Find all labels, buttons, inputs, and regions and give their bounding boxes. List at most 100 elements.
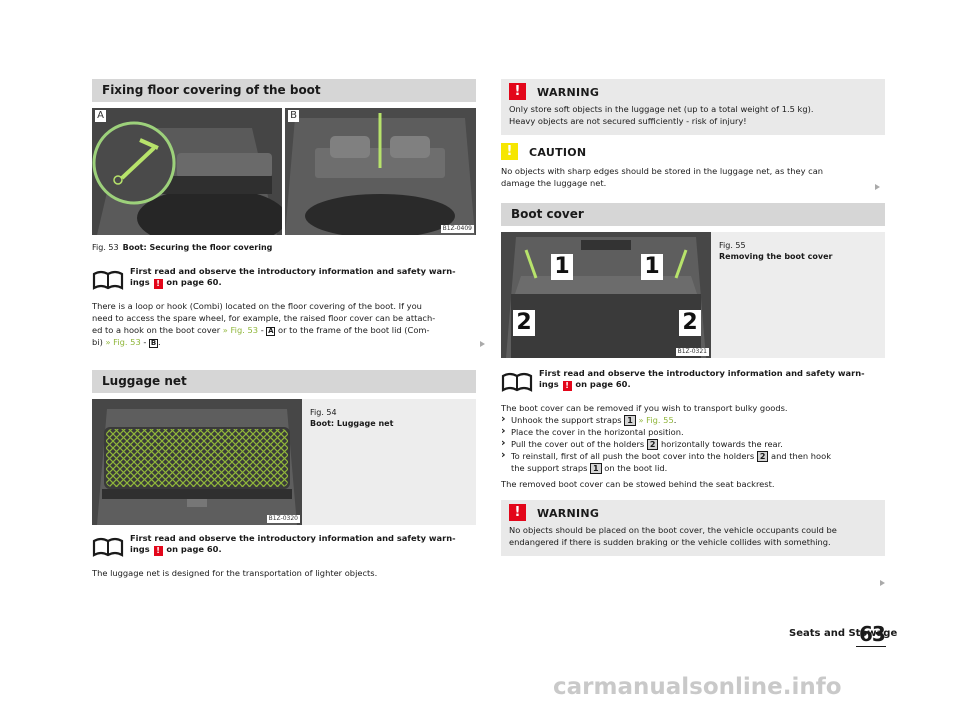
right-column: ! WARNING Only store soft objects in the… [501, 79, 885, 556]
para1-e: bi) [92, 337, 103, 347]
warn1-line-a: Only store soft objects in the luggage n… [509, 104, 814, 114]
warning-mark-icon: ! [562, 381, 572, 391]
step4-num-2: 1 [590, 463, 602, 474]
step3-text-a: Pull the cover out of the holders [511, 439, 645, 449]
hint1-text: First read and observe the introductory … [130, 266, 476, 289]
section-title-floor-covering: Fixing floor covering of the boot [92, 79, 476, 102]
fig55-num-1b: 1 [641, 254, 663, 280]
warning-label-1: WARNING [537, 86, 600, 99]
para1-b: need to access the spare wheel, for exam… [92, 313, 436, 323]
fig54-text: Boot: Luggage net [310, 419, 394, 428]
caution-label: CAUTION [529, 146, 587, 159]
para1-dash-2: - [143, 337, 147, 347]
hint1-line-b: ings [130, 277, 150, 287]
box-label-a: A [266, 327, 276, 336]
paragraph-luggage-net: The luggage net is designed for the tran… [92, 568, 378, 578]
warn2-line-b: endangered if there is sudden braking or… [509, 537, 831, 547]
hint1-line-c: on page 60. [166, 277, 222, 287]
figure-54-caption: Fig. 54 Boot: Luggage net [302, 399, 393, 525]
hint3-line-c: on page 60. [575, 379, 631, 389]
caution-exclamation-icon: ! [501, 143, 518, 160]
warning-box-2: ! WARNING No objects should be placed on… [501, 500, 885, 556]
fig53-link-2[interactable]: » Fig. 53 [105, 337, 141, 347]
caution-line-a: No objects with sharp edges should be st… [501, 166, 824, 176]
safety-hint-3: First read and observe the introductory … [501, 368, 885, 396]
figure-54: B1Z-0320 Fig. 54 Boot: Luggage net [92, 399, 476, 525]
step-4: To reinstall, first of all push the boot… [501, 449, 885, 474]
left-column: Fixing floor covering of the boot A [92, 79, 476, 579]
fig55-code: B1Z-0321 [675, 348, 709, 356]
para1-dash: - [260, 325, 264, 335]
fig53-link-1[interactable]: » Fig. 53 [222, 325, 259, 335]
warning-text-2: No objects should be placed on the boot … [509, 524, 877, 548]
step-1: Unhook the support straps 1 » Fig. 55. [501, 413, 885, 426]
warning-label-2: WARNING [537, 507, 600, 520]
fig55-num-2a: 2 [513, 310, 535, 336]
fig55-num-1a: 1 [551, 254, 573, 280]
open-book-icon [501, 372, 533, 392]
watermark: carmanualsonline.info [553, 674, 842, 700]
step4-text-a: To reinstall, first of all push the boot… [511, 451, 755, 461]
fig53-text: Boot: Securing the floor covering [122, 243, 273, 252]
fig54-num: Fig. 54 [310, 408, 337, 417]
fig55-link[interactable]: » Fig. 55 [638, 415, 674, 425]
warning-text-1: Only store soft objects in the luggage n… [509, 103, 877, 127]
warn1-line-b: Heavy objects are not secured sufficient… [509, 116, 747, 126]
paragraph-floor-covering: There is a loop or hook (Combi) located … [92, 301, 436, 348]
hint3-text: First read and observe the introductory … [539, 368, 885, 391]
para1-d: or to the frame of the boot lid (Com- [278, 325, 430, 335]
end-mark-arrow [875, 184, 880, 190]
warning-header-2: ! WARNING [509, 504, 877, 522]
step3-num: 2 [646, 439, 659, 450]
footer-rule [856, 646, 886, 647]
boot-cover-illustration [501, 232, 711, 358]
page-number: 63 [859, 622, 886, 646]
warning-exclamation-icon: ! [509, 504, 526, 521]
step4-num: 2 [756, 451, 769, 462]
section-title-luggage-net: Luggage net [92, 370, 476, 393]
open-book-icon [92, 270, 124, 290]
caution-block: ! CAUTION No objects with sharp edges sh… [501, 135, 885, 189]
hint1-line-a: First read and observe the introductory … [130, 266, 456, 276]
step4-text-b: and then hook [771, 451, 832, 461]
warn2-line-a: No objects should be placed on the boot … [509, 525, 837, 535]
caution-header: ! CAUTION [501, 143, 885, 161]
fig55-text: Removing the boot cover [719, 252, 833, 261]
hint2-line-c: on page 60. [166, 544, 222, 554]
hint3-line-a: First read and observe the introductory … [539, 368, 865, 378]
boot-cover-instructions: The boot cover can be removed if you wis… [501, 402, 885, 490]
hint2-text: First read and observe the introductory … [130, 533, 476, 556]
boot-a-illustration [92, 108, 282, 235]
figure-53-panel-b: B B1Z-0409 [285, 108, 476, 235]
boot-cover-intro: The boot cover can be removed if you wis… [501, 403, 788, 413]
warning-header-1: ! WARNING [509, 83, 877, 101]
step4-text-d: on the boot lid. [604, 463, 668, 473]
warning-exclamation-icon: ! [509, 83, 526, 100]
hint2-line-b: ings [130, 544, 150, 554]
para1-c: ed to a hook on the boot cover [92, 325, 221, 335]
section-title-boot-cover: Boot cover [501, 203, 885, 226]
end-mark-arrow [480, 341, 485, 347]
caution-line-b: damage the luggage net. [501, 178, 607, 188]
figure-55-caption: Fig. 55 Removing the boot cover [711, 232, 832, 358]
fig53-label-b: B [288, 110, 299, 122]
step-2: Place the cover in the horizontal positi… [501, 425, 885, 438]
fig55-num-2b: 2 [679, 310, 701, 336]
luggage-net-illustration [92, 399, 302, 525]
fig53-num: Fig. 53 [92, 243, 119, 252]
safety-hint-2: First read and observe the introductory … [92, 533, 476, 561]
fig53-label-a: A [95, 110, 106, 122]
step3-text-b: horizontally towards the rear. [661, 439, 783, 449]
footer-section: Seats and Stowage [789, 628, 898, 639]
step1-num: 1 [624, 415, 636, 426]
step-3: Pull the cover out of the holders 2 hori… [501, 437, 885, 450]
fig54-code: B1Z-0320 [266, 515, 300, 523]
warning-mark-icon: ! [153, 279, 163, 289]
box-label-b: B [149, 339, 159, 348]
fig55-num: Fig. 55 [719, 241, 746, 250]
figure-53-photo: A B B1Z-0409 [92, 108, 476, 235]
step4-text-c: the support straps [511, 463, 588, 473]
boot-b-illustration [285, 108, 476, 235]
figure-53-panel-a: A [92, 108, 282, 235]
open-book-icon [92, 537, 124, 557]
